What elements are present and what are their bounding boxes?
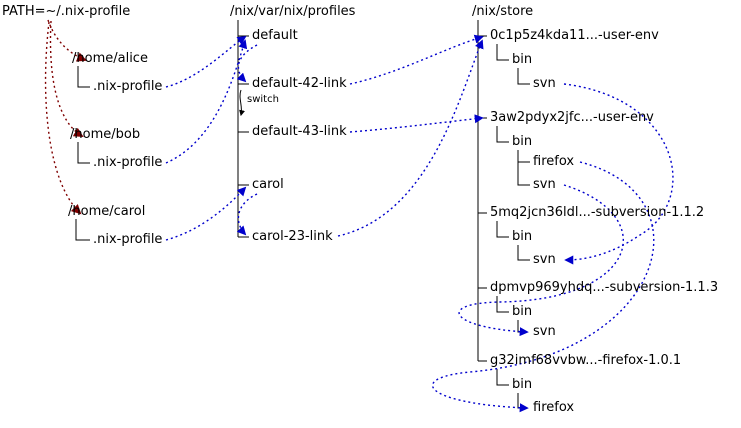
store-bin-svn: svn: [533, 252, 556, 267]
store-bin-dir: bin: [512, 377, 533, 392]
profiles-tree-lines: [237, 20, 249, 238]
store-bin-firefox: firefox: [533, 400, 575, 415]
home-tree-lines: [75, 66, 90, 241]
switch-arrow: [239, 89, 245, 117]
path-arrow-carol: [44, 21, 82, 215]
store-entry-subversion-112: 5mq2jcn36ldl...-subversion-1.1.2: [490, 205, 705, 220]
nix-profile-carol: .nix-profile: [93, 232, 163, 247]
nix-profile-bob: .nix-profile: [93, 155, 163, 170]
arrow-env1-svn-to-subversion-113: [458, 184, 624, 337]
store-bin-svn: svn: [533, 324, 556, 339]
path-env-label: PATH=~/.nix-profile: [2, 4, 131, 19]
store-entry-user-env-3aw2: 3aw2pdyx2jfc...-user-env: [490, 110, 654, 125]
symlink-arrows: [165, 34, 674, 413]
profile-carol-23-link: carol-23-link: [252, 229, 333, 244]
store-bin-firefox: firefox: [533, 154, 575, 169]
store-bin-svn: svn: [533, 76, 556, 91]
arrow-43-link-to-user-env-3aw2: [349, 114, 484, 133]
store-bin-dir: bin: [512, 304, 533, 319]
nix-profile-alice: .nix-profile: [93, 79, 163, 94]
store-trunk-lines: [477, 20, 487, 362]
arrow-alice-profile-to-default: [165, 36, 247, 88]
profile-default-43-link: default-43-link: [252, 124, 347, 139]
home-dir-bob: /home/bob: [70, 127, 141, 142]
store-entry-firefox-101: g32imf68vvbw...-firefox-1.0.1: [490, 353, 682, 368]
store-entry-user-env-0c1p: 0c1p5z4kda11...-user-env: [490, 28, 659, 43]
path-arrow-alice: [47, 19, 87, 62]
store-root-label: /nix/store: [472, 4, 534, 19]
path-arrow-bob: [49, 20, 84, 137]
arrow-carol-23-link-to-user-env-0c1p: [337, 39, 484, 237]
arrow-default-to-42-link: [236, 44, 258, 83]
store-bin-svn: svn: [533, 177, 556, 192]
store-bin-dir: bin: [512, 134, 533, 149]
arrow-bob-profile-to-default: [165, 39, 248, 164]
path-env-arrows: [44, 19, 87, 215]
profiles-root-label: /nix/var/nix/profiles: [230, 4, 356, 19]
profile-default-42-link: default-42-link: [252, 76, 347, 91]
store-bin-dir: bin: [512, 229, 533, 244]
profile-carol: carol: [252, 177, 284, 192]
arrow-carol-profile-to-carol: [165, 186, 247, 241]
store-bin-dir: bin: [512, 52, 533, 67]
home-dir-alice: /home/alice: [72, 51, 148, 66]
home-dir-carol: /home/carol: [68, 204, 146, 219]
profile-default: default: [252, 28, 298, 43]
store-subtree-lines: [496, 44, 530, 409]
arrow-carol-to-23-link: [236, 193, 258, 236]
arrow-42-link-to-user-env-0c1p: [349, 34, 484, 85]
store-entry-subversion-113: dpmvp969yhdq...-subversion-1.1.3: [490, 280, 719, 295]
switch-label: switch: [247, 94, 279, 105]
